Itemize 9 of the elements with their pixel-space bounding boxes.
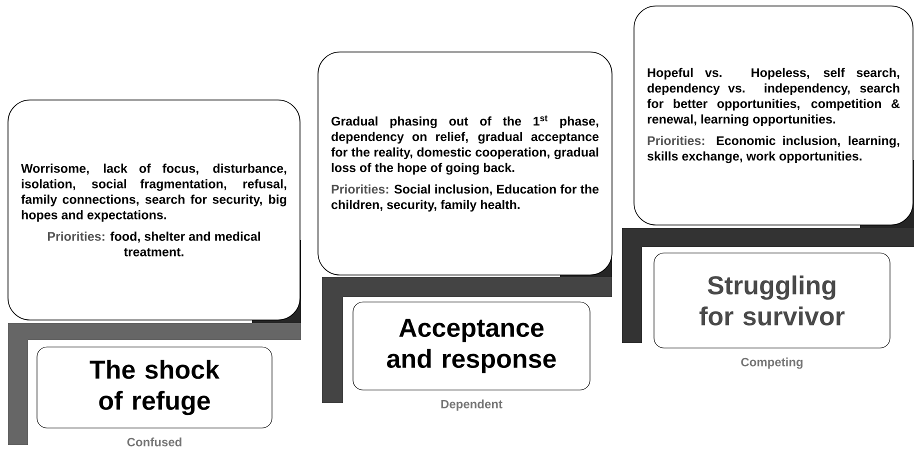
description-box: Hopeful vs. Hopeless, self search, dependency vs. independency, search for better opportunities, competition & renewal, learning opportunities. Priorities: Economic inclusion, learning, skills exchange, work opportunities. [634, 6, 914, 226]
stage-title-box: The shock of refuge [36, 346, 272, 428]
stage-title-box: Struggling for survivor [654, 252, 890, 348]
description-box: Worrisome, lack of focus, disturbance, isolation, social fragmentation, refusal, family connections, search for security, big hopes and expectations. Priorities: food, shelter and medical treatment. [8, 100, 300, 320]
description-box: Gradual phasing out of the 1$^{st}$ phase, dependency on relief, gradual acceptance for the reality, domestic cooperation, gradual loss of the hope of going back. Priorities: Social inclusion, Education for the children, security, family health. [318, 52, 612, 276]
stage-label: Competing [741, 358, 803, 369]
stage-label: Confused [127, 438, 182, 446]
stage-title-box: Acceptance and response [352, 302, 590, 390]
stage-label: Dependent [441, 400, 502, 411]
